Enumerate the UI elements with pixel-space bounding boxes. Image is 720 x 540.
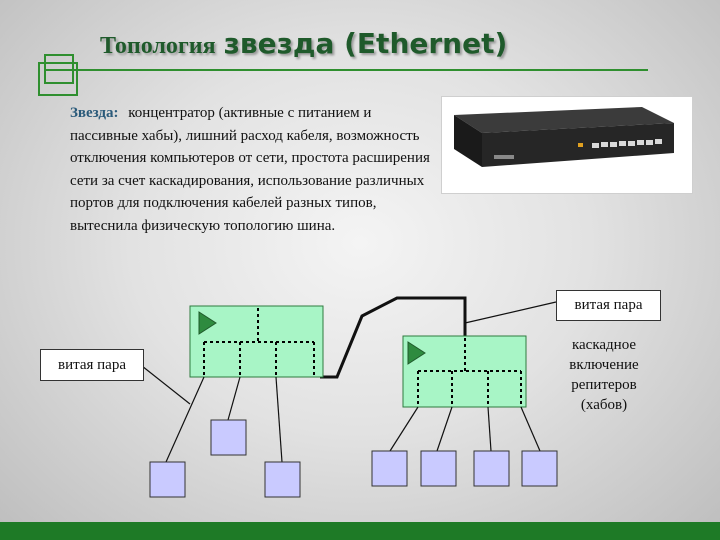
twisted-pair-label-left: витая пара [40,349,144,381]
hub-2-cables [389,406,541,452]
cascade-note: каскадное включение репитеров (хабов) [569,337,639,413]
slide-title: Топология звезда (Ethernet) [100,24,507,61]
twisted-pair-pointer-right [464,301,557,324]
hub-device-photo [441,96,693,194]
hub-1-triangle-icon [198,311,217,335]
hub-2-internal-wiring [417,338,522,407]
computer-node-2 [210,419,247,456]
hub-1-cables [141,365,283,463]
description-body: концентратор (активные с питанием и пасс… [70,105,430,234]
hub-led-icon [578,143,583,147]
computer-node-4 [371,450,408,487]
hub-ports-icon [592,139,662,148]
hub-top-surface [454,107,674,133]
title-underline [44,69,648,71]
computer-node-3 [264,461,301,498]
bottom-bar [0,522,720,540]
hub-1-internal-wiring [203,308,315,377]
title-part-1: Топология [100,33,216,59]
hub-brand-mark-icon [494,155,514,159]
hub-2 [402,335,527,408]
twisted-pair-label-right: витая пара [556,290,661,321]
computer-node-1 [149,461,186,498]
title-part-2: звезда (Ethernet) [223,27,508,60]
hub-1 [189,305,324,378]
computer-node-7 [521,450,558,487]
cascade-cable [320,296,467,379]
hub-side-panel [454,115,482,167]
computer-node-5 [420,450,457,487]
description-text: Звезда: концентратор (активные с питание… [70,102,430,237]
decor-square-inner [38,62,78,96]
computer-node-6 [473,450,510,487]
description-term: Звезда: [70,105,119,121]
hub-2-triangle-icon [407,341,426,365]
